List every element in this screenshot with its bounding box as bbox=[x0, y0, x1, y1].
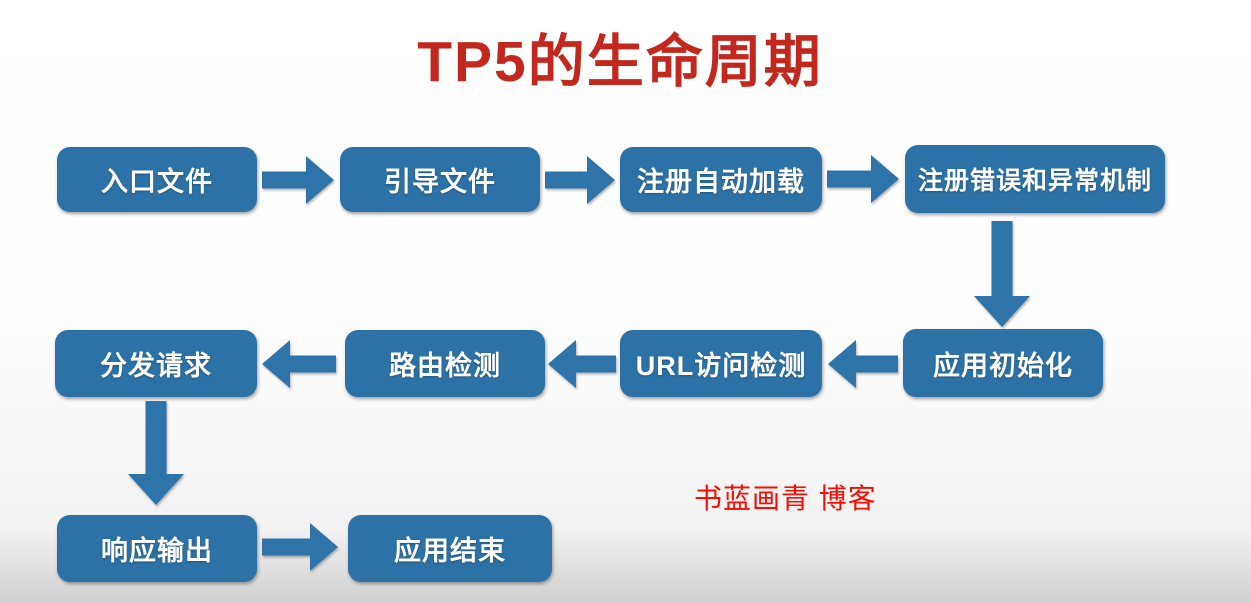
arrow-left-icon bbox=[548, 340, 616, 388]
flow-node-app-end: 应用结束 bbox=[348, 515, 552, 582]
arrow-right-icon bbox=[545, 156, 615, 204]
arrow-down-icon bbox=[973, 221, 1031, 327]
arrow-right-icon bbox=[262, 523, 338, 571]
flow-node-register-autoload: 注册自动加载 bbox=[620, 147, 822, 212]
flow-node-app-init: 应用初始化 bbox=[903, 329, 1103, 397]
arrow-down-icon bbox=[127, 401, 185, 505]
flow-node-url-access-check: URL访问检测 bbox=[620, 330, 822, 397]
flow-node-dispatch-request: 分发请求 bbox=[55, 330, 257, 397]
arrow-left-icon bbox=[828, 340, 898, 388]
flow-node-bootstrap-file: 引导文件 bbox=[340, 147, 540, 212]
page-title: TP5的生命周期 bbox=[417, 30, 823, 94]
flow-node-register-error-exception: 注册错误和异常机制 bbox=[905, 145, 1165, 213]
flow-node-response-output: 响应输出 bbox=[57, 515, 257, 582]
arrow-right-icon bbox=[262, 156, 334, 204]
flow-node-route-check: 路由检测 bbox=[345, 330, 545, 397]
arrow-left-icon bbox=[262, 340, 336, 388]
blog-watermark: 书蓝画青 博客 bbox=[694, 483, 877, 514]
flow-node-entry-file: 入口文件 bbox=[57, 147, 257, 212]
arrow-right-icon bbox=[827, 155, 899, 203]
